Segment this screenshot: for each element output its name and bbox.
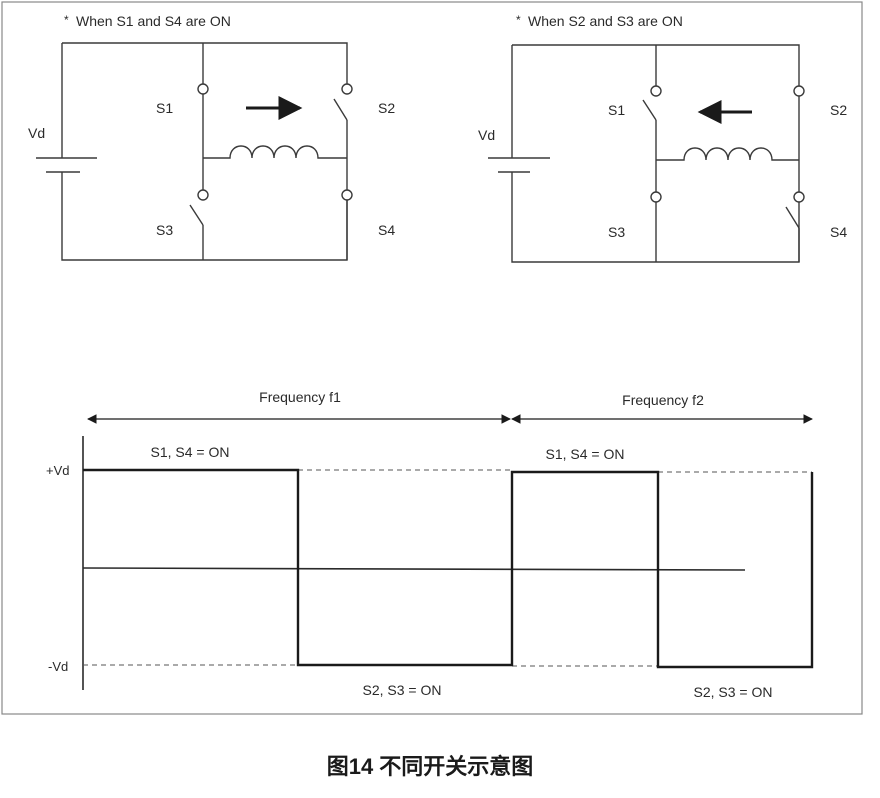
left-s4-label: S4	[378, 222, 395, 238]
right-s1-contact	[650, 85, 662, 97]
waveform: Frequency f1 Frequency f2 +Vd -Vd S1, S4…	[46, 389, 814, 700]
on-neg-1-label: S2, S3 = ON	[363, 682, 442, 698]
left-s3-blade	[189, 204, 204, 226]
circuit-left: * When S1 and S4 are ON Vd S1 S3 S2 S4	[28, 13, 395, 261]
circuit-left-note-star: *	[64, 13, 69, 27]
right-s2-contact	[793, 85, 805, 97]
waveform-zero-line	[82, 567, 746, 571]
right-s1-blade	[642, 99, 657, 121]
left-s1-contact	[197, 83, 209, 95]
right-top-wire	[512, 44, 800, 86]
right-s1-label: S1	[608, 102, 625, 118]
circuit-right-note-star: *	[516, 13, 521, 27]
left-s2-contact	[341, 83, 353, 95]
left-s1-label: S1	[156, 100, 173, 116]
freq1-label: Frequency f1	[259, 389, 341, 405]
left-s2-blade	[333, 98, 348, 121]
on-neg-2-label: S2, S3 = ON	[694, 684, 773, 700]
on-pos-2-label: S1, S4 = ON	[546, 446, 625, 462]
left-vd-label: Vd	[28, 125, 45, 141]
right-vd-label: Vd	[478, 127, 495, 143]
left-source-wire-bottom	[61, 172, 348, 261]
right-s4-blade	[785, 206, 800, 229]
figure-border	[1, 1, 863, 715]
square-wave	[83, 468, 814, 669]
neg-vd-label: -Vd	[48, 659, 68, 674]
left-s3-contact	[197, 189, 209, 201]
right-s4-contact	[793, 191, 805, 203]
left-top-wire	[62, 42, 348, 84]
left-s2-label: S2	[378, 100, 395, 116]
freq2-label: Frequency f2	[622, 392, 704, 408]
left-s4-contact	[341, 189, 353, 201]
circuit-right-note: When S2 and S3 are ON	[528, 13, 683, 29]
circuit-right: * When S2 and S3 are ON Vd S1 S3 S2 S4	[478, 13, 847, 263]
right-inductor	[656, 147, 799, 161]
pos-vd-label: +Vd	[46, 463, 70, 478]
left-s3-label: S3	[156, 222, 173, 238]
right-s4-label: S4	[830, 224, 847, 240]
right-s3-label: S3	[608, 224, 625, 240]
right-s3-contact	[650, 191, 662, 203]
left-inductor	[203, 145, 347, 159]
on-pos-1-label: S1, S4 = ON	[151, 444, 230, 460]
right-s2-label: S2	[830, 102, 847, 118]
circuit-left-note: When S1 and S4 are ON	[76, 13, 231, 29]
figure-caption: 图14 不同开关示意图	[327, 754, 534, 779]
